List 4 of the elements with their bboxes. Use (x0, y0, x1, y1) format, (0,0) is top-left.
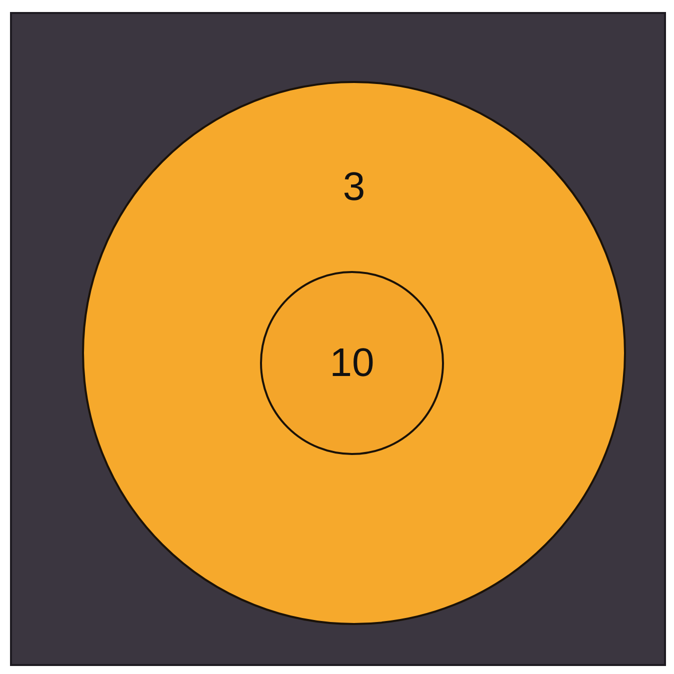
score-number: 3 (342, 167, 366, 207)
score-number: 10 (328, 343, 376, 383)
target-ring (82, 81, 626, 625)
bullseye-circle (260, 271, 444, 455)
